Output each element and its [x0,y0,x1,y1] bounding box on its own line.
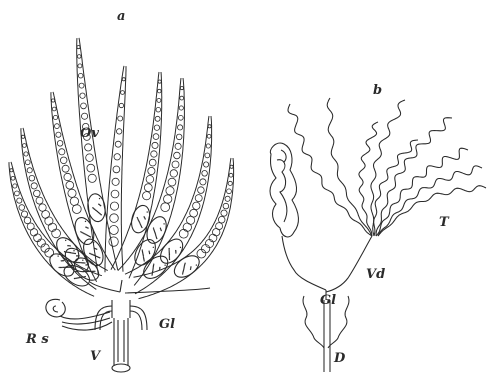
oviduct-left [90,280,122,292]
testis-tubule [378,186,486,236]
testis-coil-inner [277,150,287,222]
receptaculum-seminis [46,299,112,330]
label-vas-deferens: Vd [366,268,385,281]
label-gland-b: Gl [320,294,336,307]
vagina [114,318,128,366]
vas-deferens-left [282,236,326,290]
ovarioles [9,38,234,299]
panel-a-female-organs [9,38,234,372]
common-oviduct [112,300,130,318]
panel-b-letter: b [373,84,382,97]
ejaculatory-duct [324,300,330,372]
label-duct: D [334,352,345,365]
label-gland-a: Gl [159,318,175,331]
testis-tubule [359,122,378,236]
label-testis: T [439,216,449,229]
ovariole [118,78,185,285]
label-ovariole: Ov [80,127,99,140]
label-receptaculum: R s [26,333,49,346]
vas-deferens-right [326,236,372,292]
ovariole [105,66,126,272]
testis-tubule [378,166,482,236]
testis-tubule [376,148,468,236]
panel-a-letter: a [117,10,125,23]
testis-tubules [288,98,486,236]
panel-b-male-organs [270,98,486,372]
vagina-end [112,364,130,372]
testis-coil [270,143,298,237]
label-vagina: V [90,350,100,363]
